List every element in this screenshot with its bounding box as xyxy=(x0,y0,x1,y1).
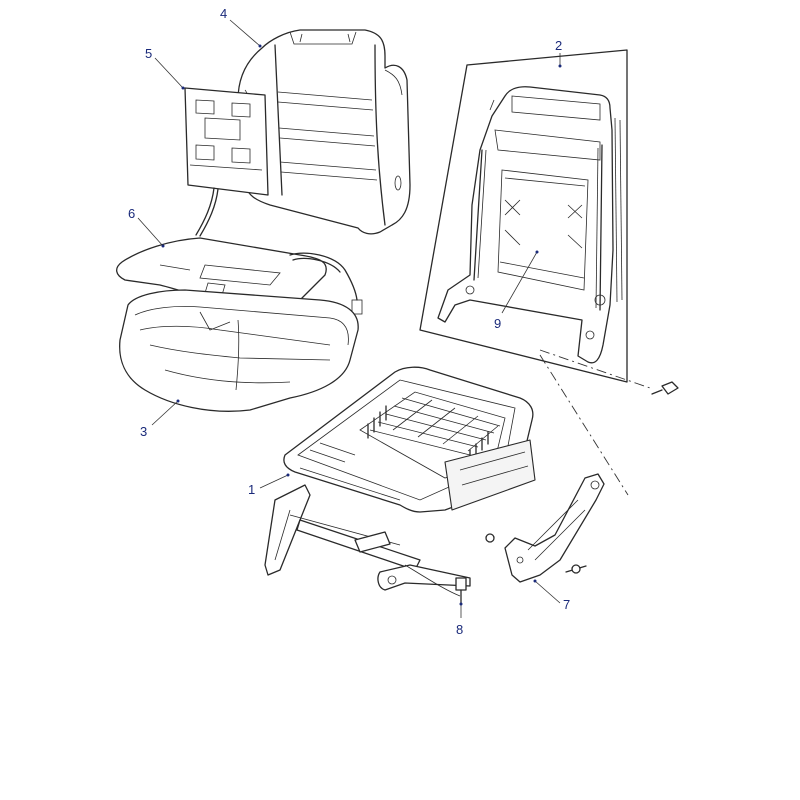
callout-7: 7 xyxy=(533,579,570,612)
seat-back-frame-group xyxy=(419,49,628,383)
callout-6: 6 xyxy=(128,206,165,248)
callout-number-4: 4 xyxy=(220,6,227,21)
callout-number-3: 3 xyxy=(140,424,147,439)
bolt-8 xyxy=(455,577,467,605)
seat-back-cover xyxy=(237,29,411,235)
seat-back-heater-pad xyxy=(184,87,269,237)
seat-cushion xyxy=(119,289,359,412)
alignment-line-lower xyxy=(539,354,629,496)
callout-2: 2 xyxy=(555,38,562,68)
callout-number-8: 8 xyxy=(456,622,463,637)
callout-3: 3 xyxy=(140,399,180,439)
seat-base-frame xyxy=(264,366,536,597)
callout-4: 4 xyxy=(220,6,262,48)
callout-number-2: 2 xyxy=(555,38,562,53)
callout-number-1: 1 xyxy=(248,482,255,497)
callout-number-9: 9 xyxy=(494,316,501,331)
callout-1: 1 xyxy=(248,473,290,497)
callout-number-7: 7 xyxy=(563,597,570,612)
callout-number-6: 6 xyxy=(128,206,135,221)
callout-number-5: 5 xyxy=(145,46,152,61)
side-bracket xyxy=(504,473,605,583)
callout-5: 5 xyxy=(145,46,185,90)
callout-8: 8 xyxy=(456,602,463,637)
callout-9: 9 xyxy=(494,250,539,331)
bolt-back-frame xyxy=(651,381,679,395)
